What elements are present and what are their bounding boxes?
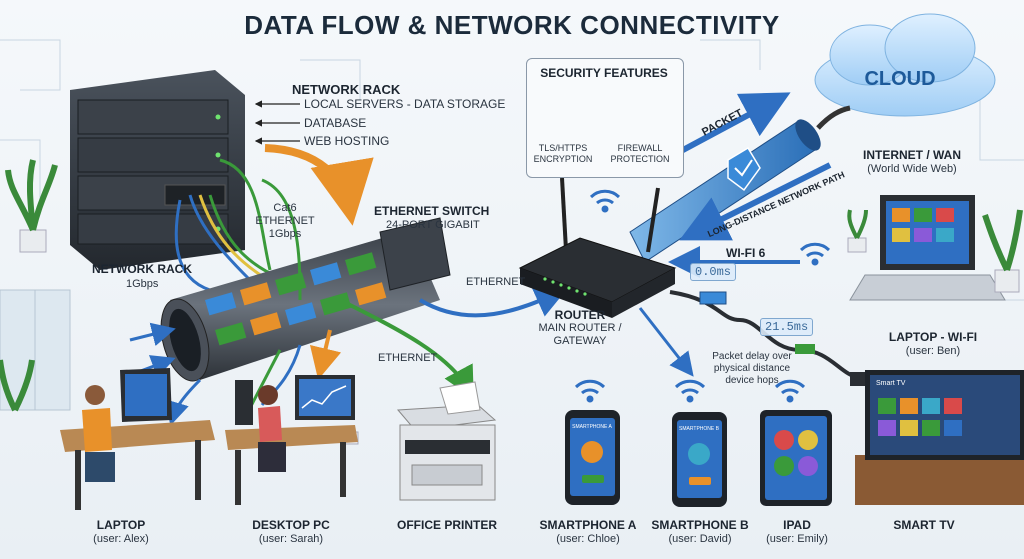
security-features-panel	[526, 58, 684, 178]
plant-decoration	[0, 159, 1023, 445]
rack-item-database: DATABASE	[304, 116, 367, 130]
security-title: SECURITY FEATURES	[540, 66, 668, 80]
internet-title: INTERNET / WAN	[863, 148, 961, 162]
cable-type: Cat6	[273, 202, 297, 214]
device-ipad-user: (user: Emily)	[766, 533, 828, 545]
device-desktop-name: DESKTOP PC	[252, 518, 330, 532]
office-window	[0, 289, 71, 411]
security-firewall-label-2: PROTECTION	[610, 154, 670, 164]
rack-top-title: NETWORK RACK	[292, 82, 401, 97]
ipad-device	[760, 410, 832, 506]
cloud-label: CLOUD	[864, 68, 936, 90]
laptop-wifi-user: (user: Ben)	[905, 345, 961, 357]
latency-tag-a: 0.0ms	[690, 263, 737, 281]
delay-note-2: physical distance	[713, 363, 791, 374]
router-device	[518, 177, 677, 318]
ethernet-label-printer: ETHERNET	[378, 352, 438, 364]
cable-speed: 1Gbps	[268, 228, 302, 240]
printer-device	[396, 381, 497, 501]
rack-item-web-hosting: WEB HOSTING	[304, 134, 390, 148]
smartphone-b-device	[672, 412, 727, 507]
delay-note-3: device hops	[725, 375, 779, 386]
phone-a-screen-text: SMARTPHONE A	[572, 424, 612, 430]
laptop-wifi-device	[849, 195, 1006, 301]
device-laptop-user: (user: Alex)	[93, 533, 149, 545]
smartphone-a-device	[565, 410, 620, 505]
rack-switch-arrow	[264, 144, 374, 226]
switch-printer-arrow	[339, 298, 474, 400]
delay-note-1: Packet delay over	[712, 351, 792, 362]
device-printer-name: OFFICE PRINTER	[396, 518, 498, 532]
rack-left-speed: 1Gbps	[126, 278, 159, 290]
device-smart-tv-name: SMART TV	[893, 518, 955, 532]
ethernet-label-router: ETHERNET	[466, 276, 526, 288]
router-title: ROUTER	[554, 308, 606, 322]
internet-subtitle: (World Wide Web)	[867, 163, 957, 175]
device-phone-b-name: SMARTPHONE B	[651, 518, 749, 532]
smart-tv-device	[855, 370, 1024, 505]
security-tls-label-1: TLS/HTTPS	[538, 143, 588, 153]
rack-cables	[174, 158, 281, 292]
page-title: DATA FLOW & NETWORK CONNECTIVITY	[244, 10, 780, 40]
wan-pipe	[629, 105, 851, 263]
device-desktop-user: (user: Sarah)	[258, 533, 324, 545]
router-subtitle-1: MAIN ROUTER /	[538, 322, 622, 334]
laptop-wifi-name: LAPTOP - WI-FI	[888, 330, 978, 344]
switch-title: ETHERNET SWITCH	[374, 204, 490, 218]
cable-name: ETHERNET	[255, 215, 315, 227]
switch-subtitle: 24-PORT GIGABIT	[386, 219, 480, 231]
security-firewall-label-1: FIREWALL	[617, 143, 663, 153]
rack-item-servers: LOCAL SERVERS - DATA STORAGE	[304, 97, 506, 111]
wifi6-label: WI-FI 6	[726, 246, 766, 260]
cloud-shape	[814, 13, 996, 117]
latency-tag-b: 21.5ms	[760, 318, 814, 336]
wifi-icons	[574, 189, 831, 403]
server-rack	[70, 70, 245, 270]
switch-router-arrow	[418, 287, 568, 318]
phone-b-screen-text: SMARTPHONE B	[679, 426, 719, 432]
router-subtitle-2: GATEWAY	[553, 335, 607, 347]
device-ipad-name: IPAD	[783, 518, 811, 532]
desktop-workstation	[225, 375, 358, 505]
rack-left-title: NETWORK RACK	[92, 262, 192, 276]
device-phone-a-name: SMARTPHONE A	[539, 518, 637, 532]
device-phone-b-user: (user: David)	[668, 533, 732, 545]
rack-label-pointers	[254, 100, 300, 145]
device-laptop-name: LAPTOP	[96, 518, 146, 532]
security-tls-label-2: ENCRYPTION	[533, 154, 593, 164]
device-phone-a-user: (user: Chloe)	[556, 533, 620, 545]
laptop-workstation	[60, 368, 215, 510]
tv-screen-text: Smart TV	[876, 380, 906, 387]
